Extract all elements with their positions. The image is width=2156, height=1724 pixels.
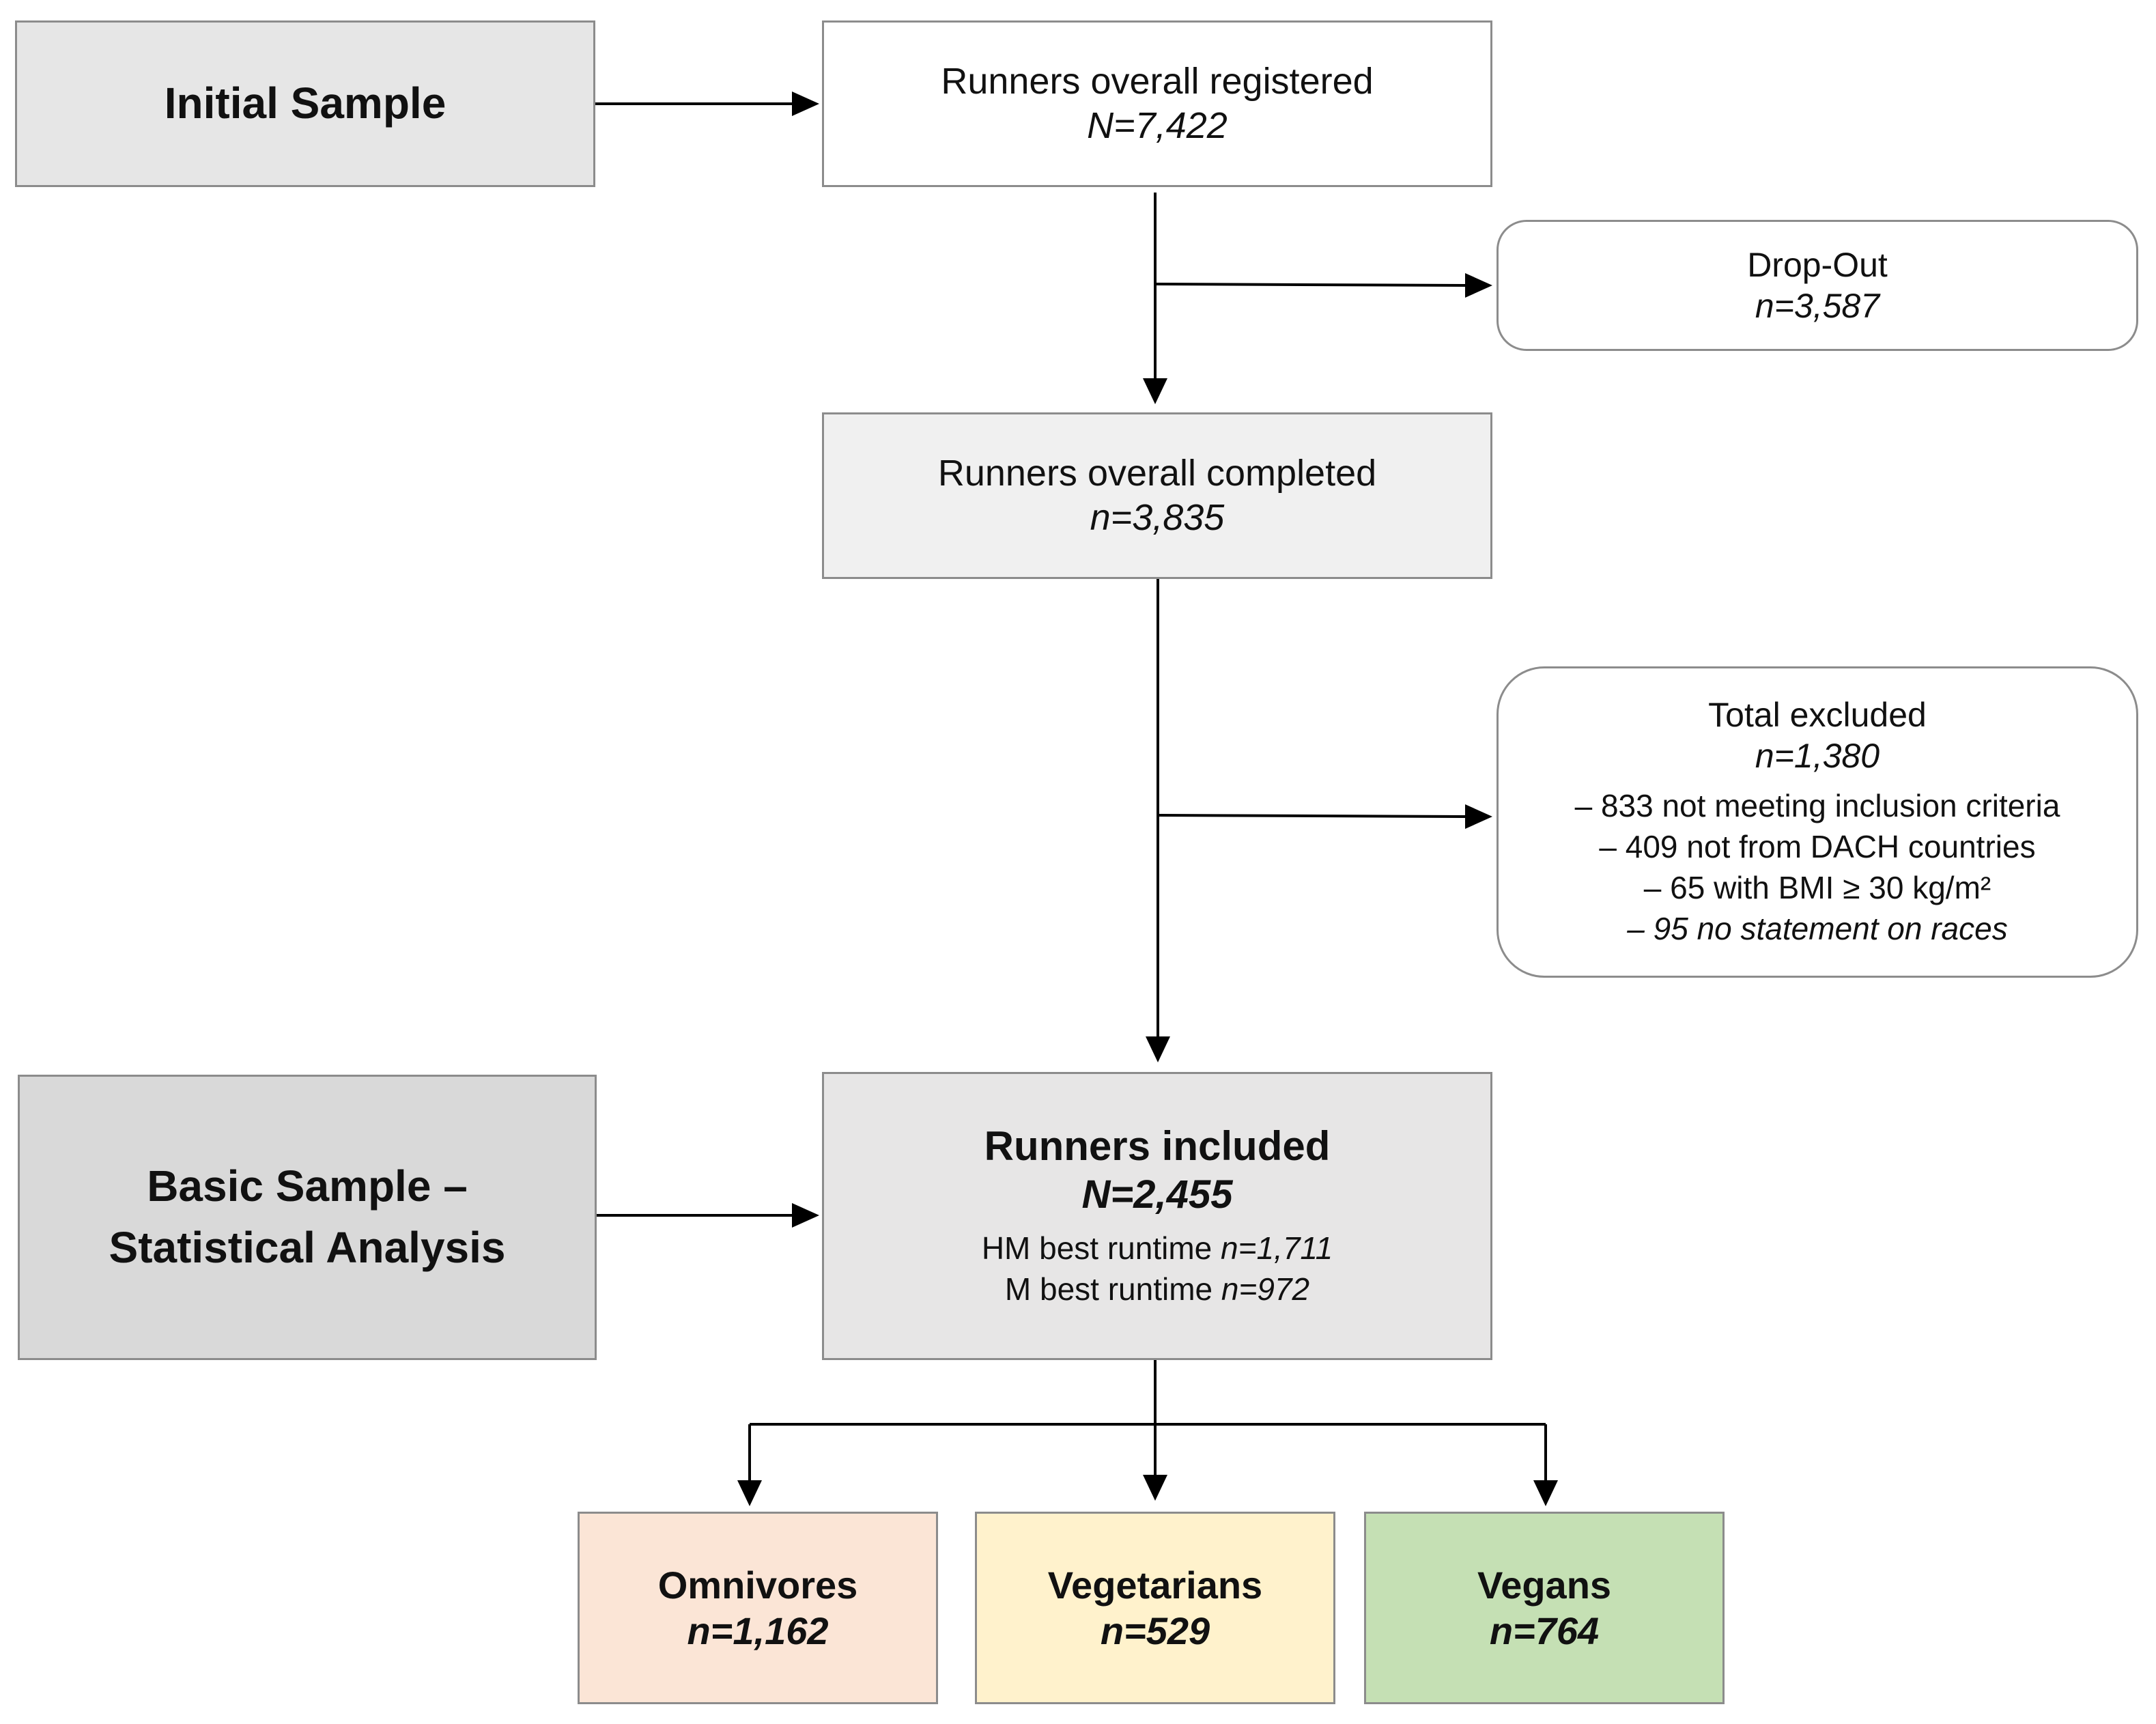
included-count: N=2,455 bbox=[1081, 1172, 1233, 1217]
hm-count: n=1,711 bbox=[1221, 1230, 1333, 1266]
excluded-count: n=1,380 bbox=[1755, 737, 1880, 776]
completed-count: n=3,835 bbox=[1090, 497, 1225, 538]
included-m-line: M best runtime n=972 bbox=[1005, 1269, 1309, 1310]
group-omnivores-title: Omnivores bbox=[657, 1563, 858, 1607]
included-box: Runners included N=2,455 HM best runtime… bbox=[822, 1072, 1492, 1360]
m-label: M best runtime bbox=[1004, 1271, 1221, 1307]
included-hm-line: HM best runtime n=1,711 bbox=[982, 1228, 1333, 1269]
group-vegans-box: Vegans n=764 bbox=[1364, 1512, 1725, 1704]
group-vegans-title: Vegans bbox=[1477, 1563, 1612, 1607]
group-vegetarians-box: Vegetarians n=529 bbox=[975, 1512, 1335, 1704]
arrow-to-dropout bbox=[1154, 283, 1466, 287]
completed-box: Runners overall completed n=3,835 bbox=[822, 412, 1492, 579]
group-vegetarians-title: Vegetarians bbox=[1047, 1563, 1263, 1607]
excluded-reason-4: – 95 no statement on races bbox=[1627, 910, 2008, 946]
arrow-included-to-groups bbox=[748, 1360, 1547, 1480]
dropout-count: n=3,587 bbox=[1755, 287, 1880, 325]
registered-title: Runners overall registered bbox=[941, 61, 1374, 102]
excluded-reason-1: – 833 not meeting inclusion criteria bbox=[1574, 788, 2060, 824]
group-omnivores-box: Omnivores n=1,162 bbox=[578, 1512, 938, 1704]
hm-label: HM best runtime bbox=[981, 1230, 1221, 1266]
basic-sample-label-line1: Basic Sample – bbox=[147, 1161, 468, 1211]
excluded-box: Total excluded n=1,380 – 833 not meeting… bbox=[1497, 666, 2138, 978]
m-count: n=972 bbox=[1221, 1271, 1310, 1307]
initial-sample-label: Initial Sample bbox=[164, 79, 446, 128]
basic-sample-box: Basic Sample – Statistical Analysis bbox=[18, 1075, 597, 1360]
completed-title: Runners overall completed bbox=[937, 453, 1377, 494]
dropout-title: Drop-Out bbox=[1747, 246, 1888, 284]
group-vegans-count: n=764 bbox=[1489, 1609, 1600, 1652]
included-title: Runners included bbox=[984, 1123, 1331, 1170]
group-omnivores-count: n=1,162 bbox=[687, 1609, 829, 1652]
excluded-reason-3: – 65 with BMI ≥ 30 kg/m² bbox=[1643, 870, 1991, 905]
registered-box: Runners overall registered N=7,422 bbox=[822, 20, 1492, 187]
group-vegetarians-count: n=529 bbox=[1100, 1609, 1210, 1652]
excluded-reason-2: – 409 not from DACH countries bbox=[1599, 829, 2036, 865]
arrow-to-excluded bbox=[1157, 814, 1466, 818]
excluded-title: Total excluded bbox=[1708, 696, 1927, 735]
initial-sample-box: Initial Sample bbox=[15, 20, 595, 187]
basic-sample-label-line2: Statistical Analysis bbox=[109, 1223, 506, 1272]
registered-count: N=7,422 bbox=[1087, 105, 1228, 146]
dropout-box: Drop-Out n=3,587 bbox=[1497, 220, 2138, 351]
